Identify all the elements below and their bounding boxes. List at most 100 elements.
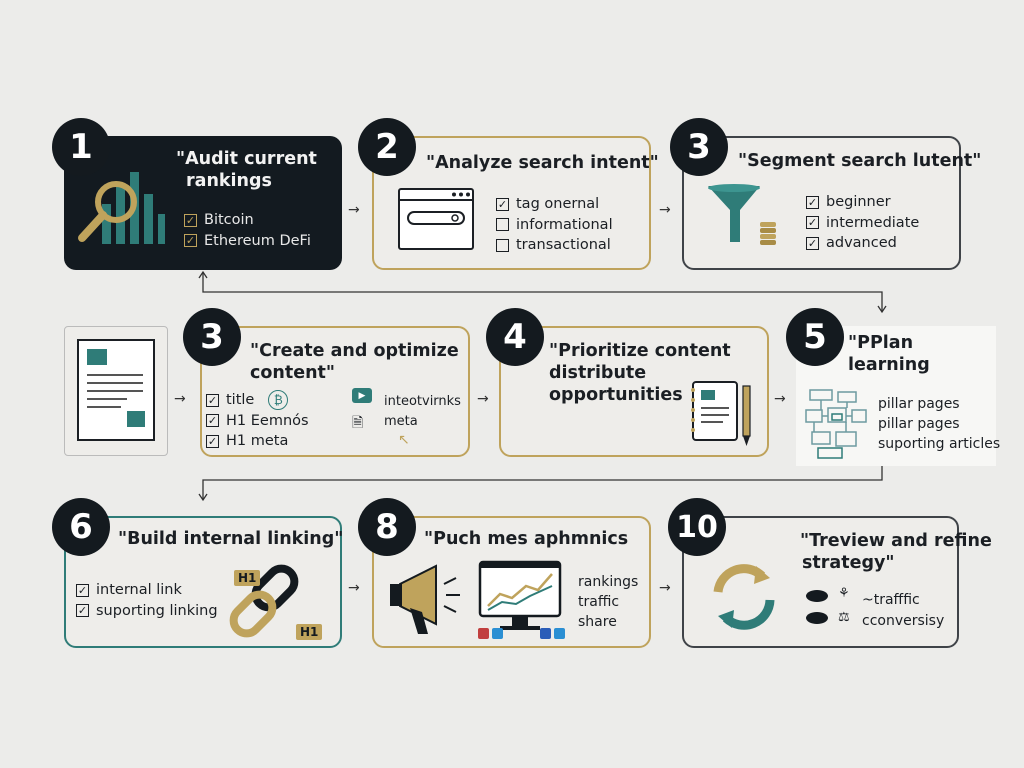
- list-item: transactional: [496, 235, 613, 256]
- check-icon: ✓: [206, 393, 219, 407]
- list-item: ✓suporting linking: [76, 602, 218, 619]
- step-3-items: ✓beginner ✓intermediate ✓advanced: [806, 192, 919, 254]
- megaphone-icon: [390, 564, 460, 634]
- check-icon: ✓: [806, 236, 819, 250]
- check-icon: ✓: [184, 234, 197, 248]
- doc-small-icon: 🗎: [352, 415, 364, 431]
- list-item: ✓advanced: [806, 235, 897, 251]
- list-item: ~trafffic: [862, 592, 920, 608]
- arrow-8-10: →: [659, 580, 671, 596]
- list-item: ✓internal link: [76, 582, 182, 598]
- list-item: cconversisy: [862, 613, 945, 629]
- list-item: ✓Bitcoin: [184, 212, 254, 228]
- step-create-items: ✓title ₿ ✓H1 Eemnós ✓H1 meta: [206, 390, 309, 452]
- step-10-items: ~trafffic cconversisy: [862, 590, 944, 632]
- step-5-items: pillar pages pillar pages suporting arti…: [878, 394, 1000, 454]
- step-3-badge: 3: [670, 118, 728, 176]
- list-item: suporting articles: [878, 436, 1001, 452]
- check-icon: ✓: [76, 604, 89, 618]
- sitemap-icon: [805, 389, 867, 459]
- list-item: ✓beginner: [806, 194, 891, 210]
- list-item: ✓Ethereum DeFi: [184, 232, 311, 249]
- step-4-badge: 4: [486, 308, 544, 366]
- step-3-card: "Segment search lutent" ✓beginner ✓inter…: [682, 136, 981, 270]
- facebook-icon: [540, 628, 551, 639]
- list-item: ✓intermediate: [806, 214, 920, 231]
- step-2-items: ✓tag onernal informational transactional: [496, 194, 613, 256]
- step-8-items: rankings traffic share: [578, 572, 638, 632]
- step-5-badge: 5: [786, 308, 844, 366]
- arrow-1-2: →: [348, 202, 360, 218]
- step-2-title: "Analyze search intent": [426, 153, 659, 173]
- checkbox-icon: [496, 218, 509, 232]
- browser-search-icon: [398, 188, 474, 250]
- step-6-items: ✓internal link ✓suporting linking: [76, 580, 218, 621]
- list-item: rankings: [578, 574, 639, 590]
- arrow-2-3: →: [659, 202, 671, 218]
- list-item: meta: [384, 414, 418, 429]
- check-icon: ✓: [206, 434, 219, 448]
- social-icons-2: [540, 628, 565, 639]
- list-item: share: [578, 614, 617, 630]
- step-create-badge: 3: [183, 308, 241, 366]
- coin-stack-icon: [806, 612, 828, 624]
- list-item: traffic: [578, 594, 620, 610]
- notebook-pencil-icon: [691, 381, 751, 446]
- arrow-3-4: →: [477, 391, 489, 407]
- twitter-icon: [554, 628, 565, 639]
- list-item: ✓H1 meta: [206, 433, 289, 449]
- document-icon: [77, 339, 155, 441]
- step-6-badge: 6: [52, 498, 110, 556]
- document-card: [64, 326, 168, 456]
- bitcoin-icon: ₿: [268, 390, 289, 411]
- check-icon: ✓: [76, 583, 89, 597]
- step-2-badge: 2: [358, 118, 416, 176]
- check-icon: ✓: [184, 213, 197, 227]
- step-8-badge: 8: [358, 498, 416, 556]
- cursor-icon: ↖: [398, 432, 410, 448]
- step-1-items: ✓Bitcoin ✓Ethereum DeFi: [184, 210, 311, 251]
- step-8-title: "Puch mes aphmnics: [424, 529, 629, 549]
- monitor-chart-icon: [478, 560, 562, 630]
- chain-link-icon: [229, 564, 299, 638]
- list-item: ✓tag onernal: [496, 196, 600, 212]
- refresh-cycle-icon: [713, 564, 775, 630]
- step-3-title: "Segment search lutent": [738, 151, 982, 171]
- h1-badge: H1: [296, 624, 323, 640]
- arrow-doc-3: →: [174, 391, 186, 407]
- check-icon: ✓: [806, 195, 819, 209]
- step-create-side-items: inteotvirnks meta: [384, 392, 461, 432]
- check-icon: ✓: [206, 414, 219, 428]
- list-item: inteotvirnks: [384, 394, 461, 409]
- h1-badge: H1: [234, 570, 261, 586]
- scale-icon: ⚖: [838, 610, 850, 625]
- play-icon: ▶: [352, 388, 372, 403]
- checkbox-icon: [496, 238, 509, 252]
- check-icon: ✓: [806, 216, 819, 230]
- list-item: pillar pages: [878, 416, 960, 432]
- arrow-4-5: →: [774, 391, 786, 407]
- step-6-title: "Build internal linking": [118, 529, 344, 549]
- list-item: ✓title ₿: [206, 390, 309, 411]
- funnel-coins-icon: [708, 184, 776, 245]
- step-2-card: "Analyze search intent" ✓tag onernal inf…: [372, 136, 659, 270]
- list-item: pillar pages: [878, 396, 960, 412]
- list-item: ✓H1 Eemnós: [206, 412, 309, 429]
- list-item: informational: [496, 215, 613, 236]
- step-8-card: "Puch mes aphmnics rankings traffic shar…: [372, 516, 651, 648]
- coin-stack-icon: [806, 590, 828, 602]
- arrow-6-8: →: [348, 580, 360, 596]
- social-icons: [478, 628, 503, 639]
- growth-icon: ⚘: [838, 586, 850, 601]
- step-1-badge: 1: [52, 118, 110, 176]
- twitter-icon: [492, 628, 503, 639]
- check-icon: ✓: [496, 197, 509, 211]
